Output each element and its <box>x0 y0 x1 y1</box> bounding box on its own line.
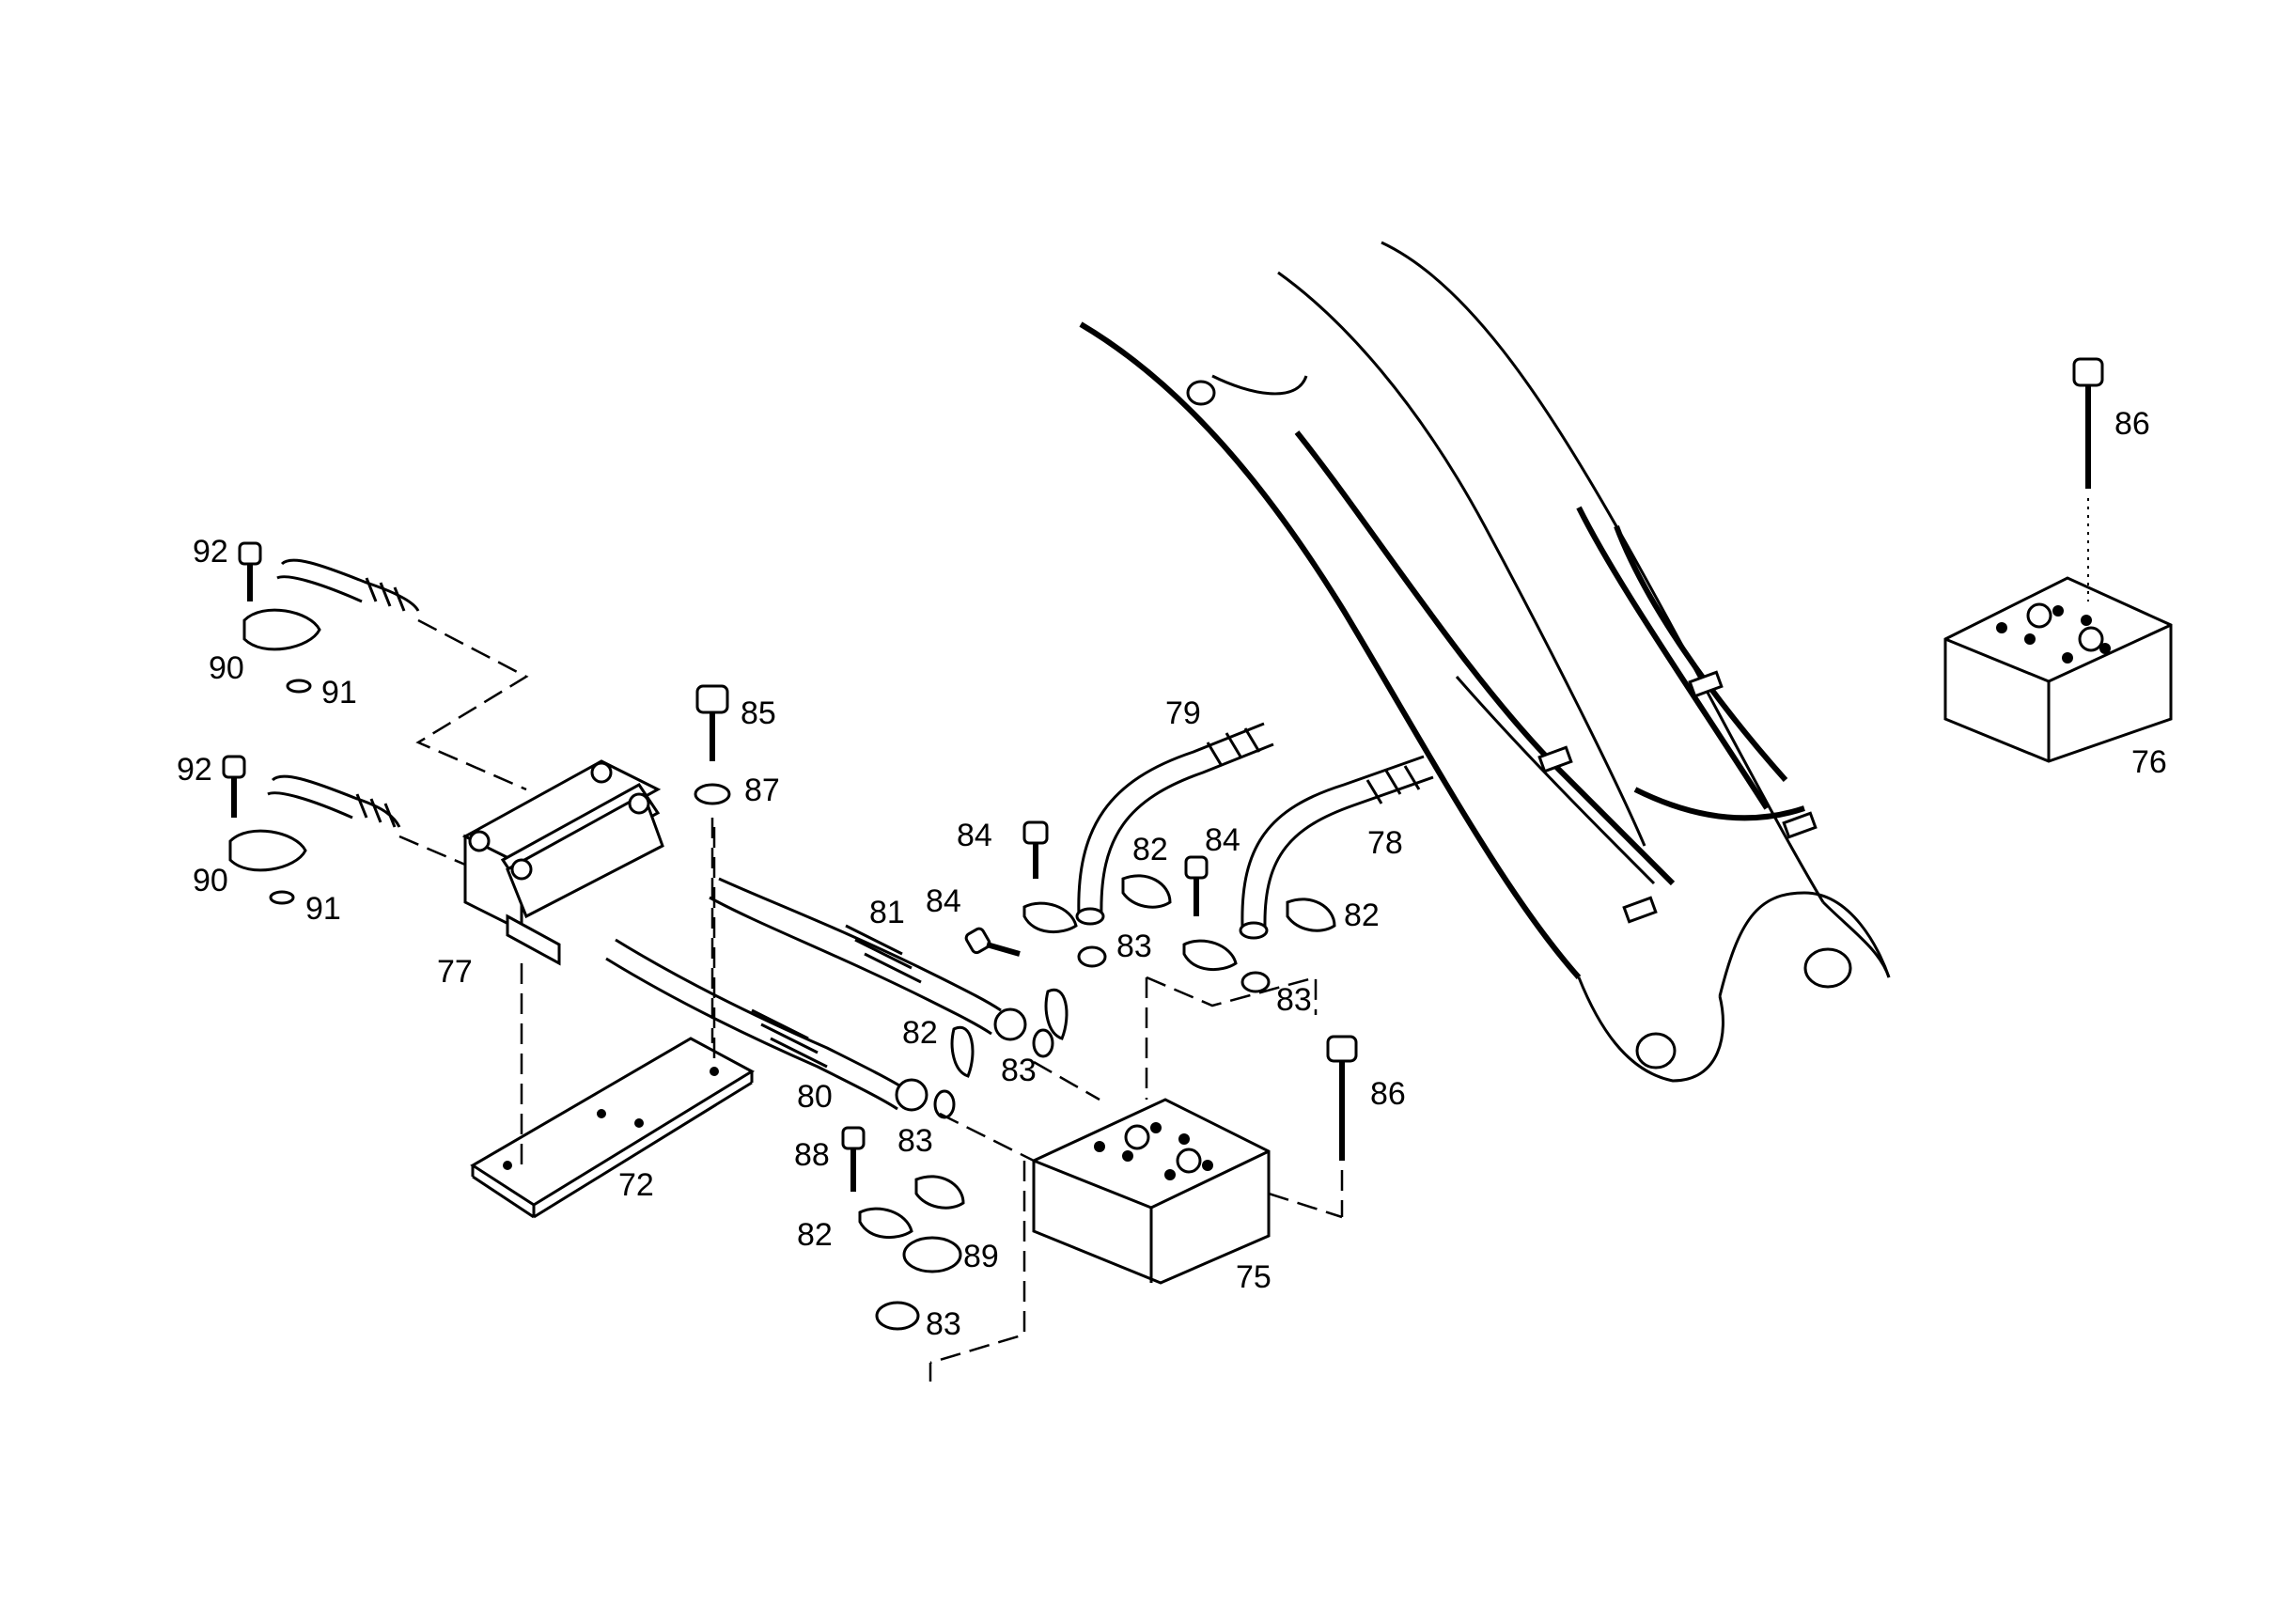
cap-89 <box>902 1236 962 1273</box>
label-79: 79 <box>1165 695 1201 731</box>
label-88: 88 <box>794 1137 830 1173</box>
boom-arm <box>1079 241 1891 1083</box>
valve-block-76 <box>1943 576 2173 763</box>
bolt-85 <box>694 684 731 1043</box>
label-90-a: 90 <box>209 650 244 686</box>
o-rings-83 <box>875 945 1271 1331</box>
label-91-a: 91 <box>321 675 357 710</box>
hose-79 <box>1075 722 1274 926</box>
fitting-lower-left <box>222 755 466 905</box>
bolt-84-right <box>1184 855 1209 916</box>
label-82-c: 82 <box>902 1015 938 1051</box>
label-83-d: 83 <box>897 1123 933 1159</box>
label-92-a: 92 <box>193 534 228 570</box>
label-84-c: 84 <box>1205 822 1240 858</box>
label-78: 78 <box>1367 825 1403 861</box>
hose-80 <box>605 938 928 1112</box>
label-85: 85 <box>741 695 776 731</box>
assembly-leaders <box>928 976 1318 1382</box>
label-86-top: 86 <box>2114 406 2150 442</box>
label-83-e: 83 <box>926 1306 961 1342</box>
valve-block-75 <box>1032 1098 1271 1285</box>
label-81: 81 <box>869 895 905 930</box>
label-83-a: 83 <box>1116 929 1152 964</box>
label-84-b: 84 <box>926 883 961 919</box>
split-flanges-82 <box>858 874 1336 1240</box>
label-91-b: 91 <box>305 891 341 927</box>
fitting-upper-left <box>238 541 529 791</box>
bolt-88 <box>841 1126 866 1192</box>
bolt-84-upper <box>1022 820 1049 879</box>
label-76: 76 <box>2131 744 2167 780</box>
label-92-b: 92 <box>177 752 212 788</box>
label-87: 87 <box>744 773 780 808</box>
plate-72 <box>470 1037 756 1219</box>
bolt-86-top <box>2072 357 2104 601</box>
label-77: 77 <box>437 954 473 990</box>
label-82-a: 82 <box>1132 832 1168 867</box>
label-82-b: 82 <box>1344 898 1380 933</box>
label-83-b: 83 <box>1276 982 1312 1018</box>
label-90-b: 90 <box>193 863 228 898</box>
clamp-77 <box>461 759 716 1165</box>
label-86-bottom: 86 <box>1370 1076 1406 1112</box>
hose-78 <box>1239 755 1434 940</box>
label-89: 89 <box>963 1239 999 1274</box>
label-83-c: 83 <box>1001 1053 1037 1088</box>
hose-81 <box>709 877 1027 1041</box>
label-84-a: 84 <box>957 818 992 853</box>
bolt-86-bottom <box>1268 1035 1358 1219</box>
callout-labels: 72 75 76 77 78 79 80 81 82 82 82 82 83 8… <box>177 406 2167 1342</box>
label-82-d: 82 <box>797 1217 833 1253</box>
label-80: 80 <box>797 1079 833 1115</box>
label-72: 72 <box>618 1167 654 1203</box>
bolt-84-side <box>964 927 1021 957</box>
label-75: 75 <box>1236 1259 1272 1295</box>
